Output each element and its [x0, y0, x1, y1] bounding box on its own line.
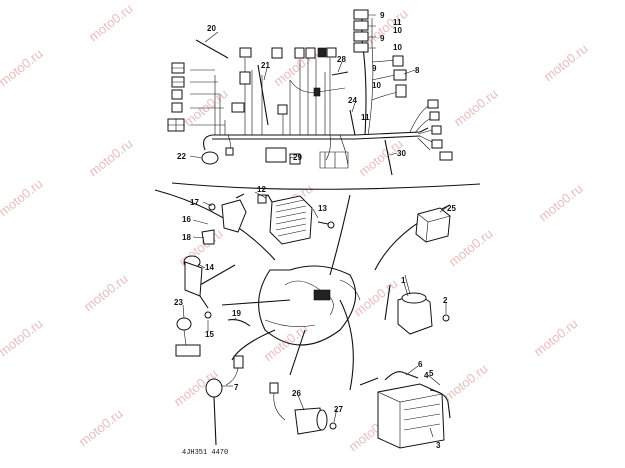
connector-line: [199, 264, 236, 286]
battery: [359, 371, 451, 449]
connector-line: [221, 299, 291, 306]
part-label: 9: [372, 64, 377, 73]
left-connector-stack: [167, 62, 185, 132]
connector-line: [384, 284, 391, 321]
ignition-coil: [397, 274, 450, 335]
part-label: 28: [337, 55, 346, 64]
part-label: 29: [293, 153, 302, 162]
part-label: 10: [393, 43, 402, 52]
part-label: 26: [292, 389, 301, 398]
section-divider-top: [171, 182, 481, 190]
part-label: 15: [205, 330, 214, 339]
part-label: 17: [190, 198, 199, 207]
brake-light-switch: [205, 355, 244, 446]
part-label: 22: [177, 152, 186, 161]
connector-line: [154, 189, 276, 261]
regulator-rectifier: [257, 194, 335, 245]
connector-stack-labels: 9 11 10 9 10: [380, 11, 402, 52]
clamp-part: [227, 319, 251, 327]
diagram-code: 4JH351 4470: [182, 449, 228, 457]
harness-lower-connectors: [201, 139, 393, 176]
part-label: 5: [429, 369, 434, 378]
part-label: 7: [234, 383, 239, 392]
part-label: 30: [397, 149, 406, 158]
relay-unit: [415, 207, 451, 243]
part-label: 10: [393, 26, 402, 35]
part-label: 25: [447, 204, 456, 213]
connector-line: [339, 299, 354, 391]
neutral-switch: [183, 255, 212, 319]
part-label: 20: [207, 24, 216, 33]
part-number-labels: 20 21 28 24 8 22 29 30 12 13 25 17 16 18…: [174, 24, 456, 450]
part-label: 1: [401, 276, 406, 285]
connector-line: [289, 329, 306, 376]
part-label: 19: [232, 309, 241, 318]
part-label: 12: [257, 185, 266, 194]
leader-lines: [182, 31, 448, 438]
part-label: 8: [415, 66, 420, 75]
part-label: 9: [380, 34, 385, 43]
part-label: 10: [372, 81, 381, 90]
part-label: 14: [205, 263, 214, 272]
side-switch-assembly: [201, 193, 247, 245]
part-label: 6: [418, 360, 423, 369]
main-wire-harness: [190, 14, 433, 166]
center-engine-harness: [258, 265, 361, 346]
right-connector-stack: [353, 9, 453, 161]
part-label: 11: [361, 113, 370, 122]
part-label: 2: [443, 296, 448, 305]
part-label: 4: [424, 371, 429, 380]
pickup-coil: [175, 317, 201, 357]
part-label: 24: [348, 96, 357, 105]
connector-line: [329, 194, 351, 276]
part-label: 16: [182, 215, 191, 224]
part-label: 13: [318, 204, 327, 213]
part-label: 21: [261, 61, 270, 70]
part-label: 23: [174, 298, 183, 307]
part-label: 27: [334, 405, 343, 414]
part-label: 11: [393, 18, 402, 27]
part-label: 9: [380, 11, 385, 20]
part-label: 18: [182, 233, 191, 242]
part-label: 3: [436, 441, 441, 450]
horn-or-sensor: [269, 382, 337, 435]
middle-connectors: [195, 39, 356, 136]
